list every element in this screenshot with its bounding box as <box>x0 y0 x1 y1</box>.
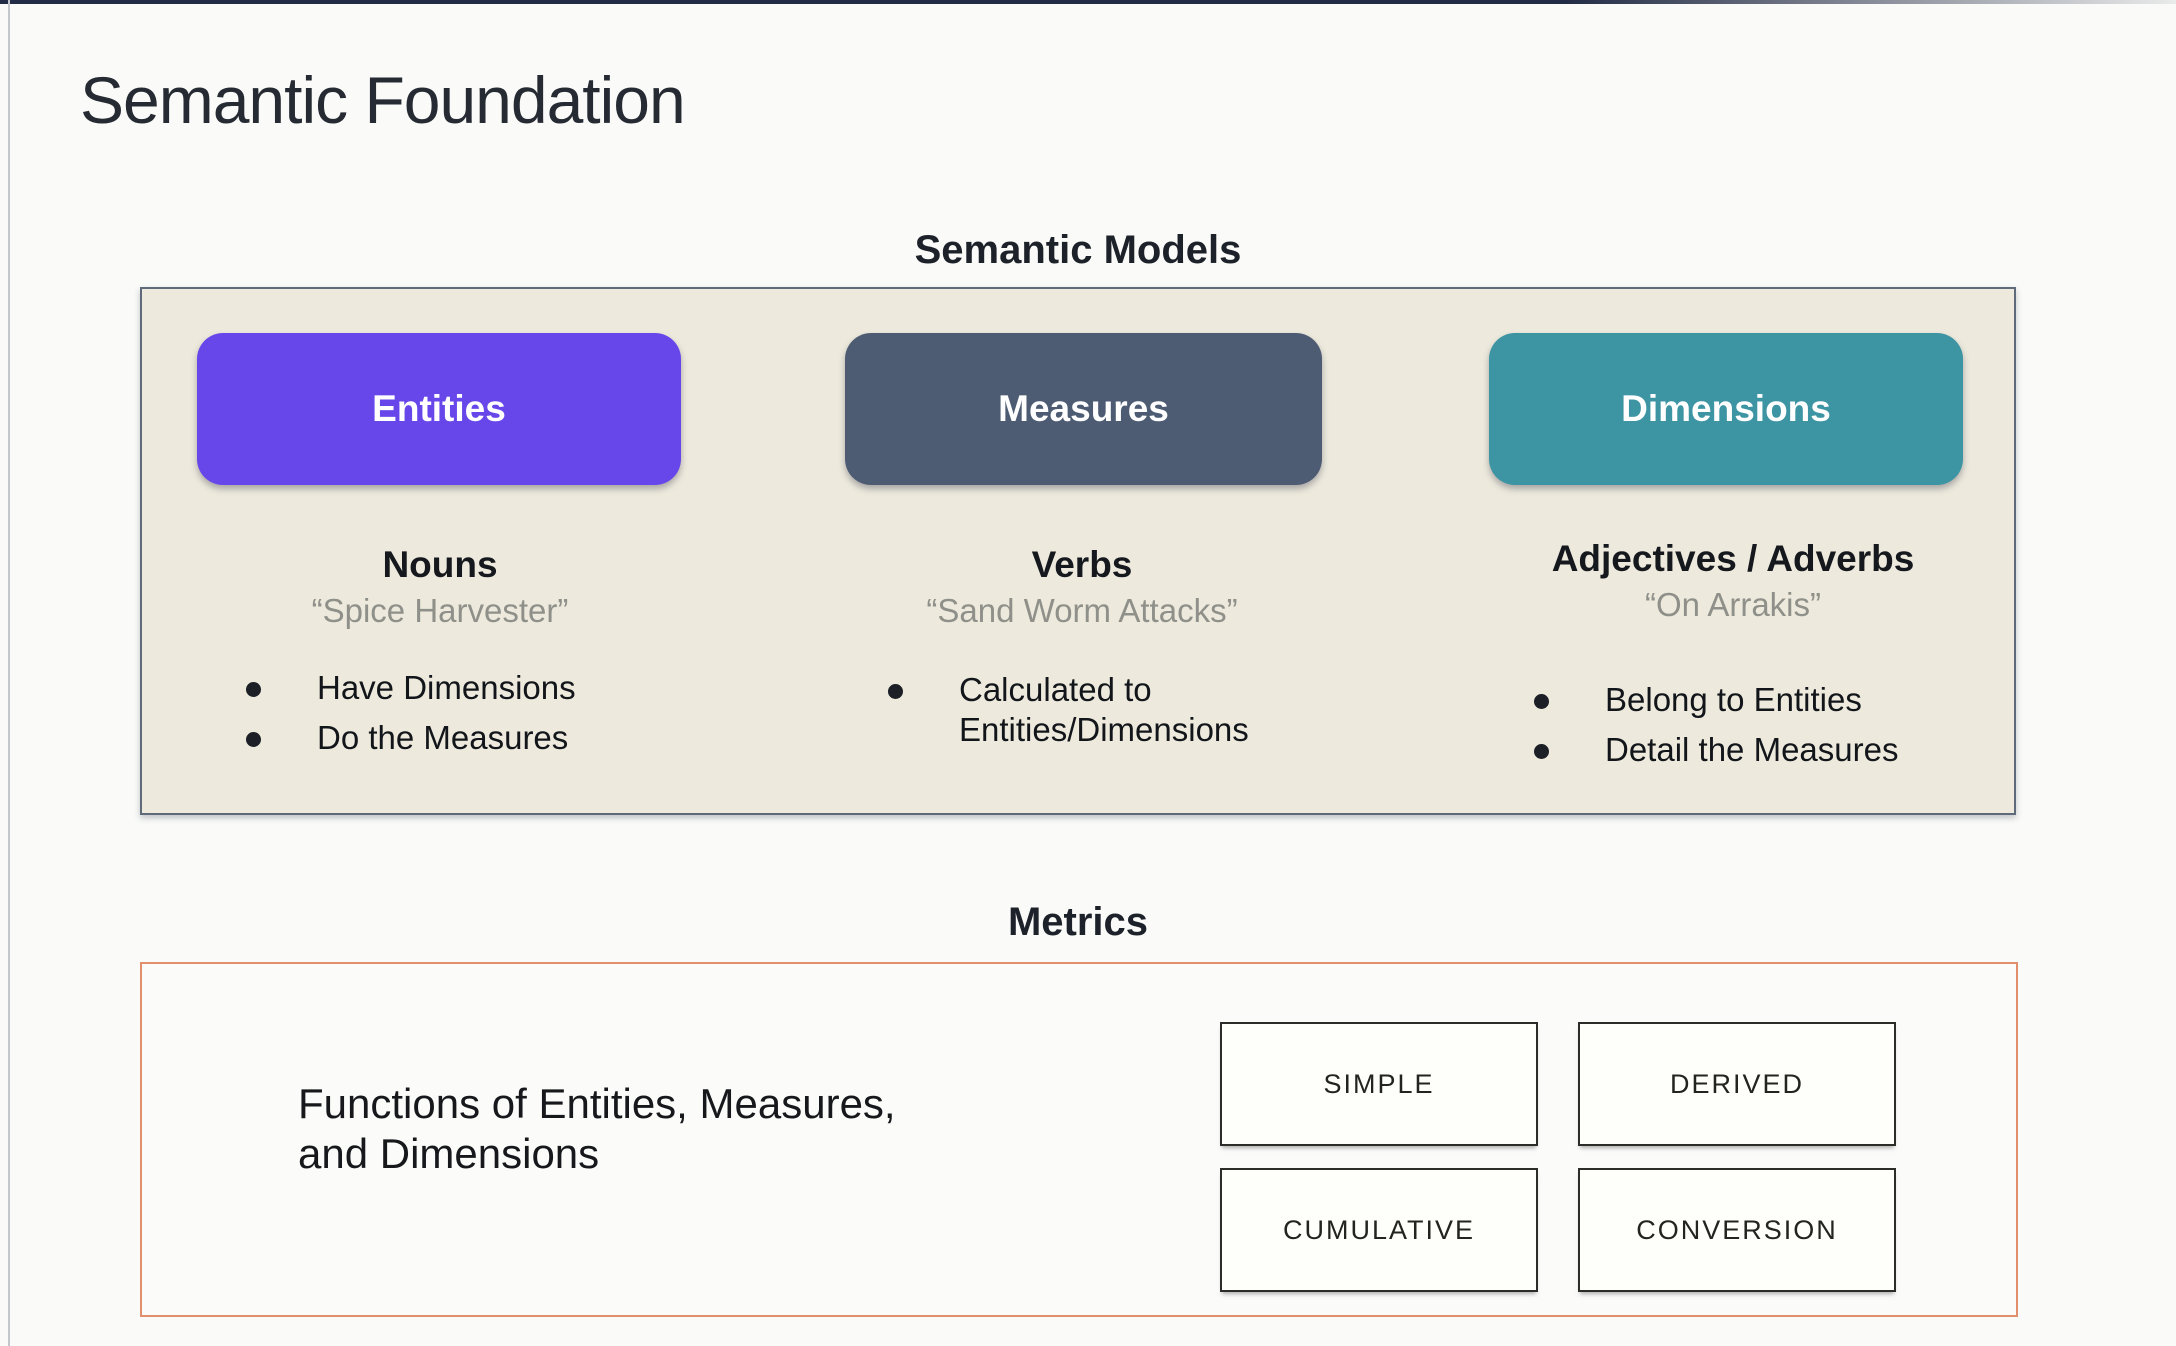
metrics-heading: Metrics <box>1007 900 1149 944</box>
entities-column-heading: Nouns <box>382 544 498 585</box>
window-top-edge <box>0 0 2176 4</box>
bullet-text: Calculated to Entities/Dimensions <box>959 670 1249 748</box>
entities-pill: Entities <box>197 333 681 485</box>
metric-box-conversion: CONVERSION <box>1578 1168 1896 1292</box>
bullet-icon <box>1534 743 1549 759</box>
metric-type-grid: SIMPLE DERIVED CUMULATIVE CONVERSION <box>1220 1022 1896 1292</box>
list-item: Detail the Measures <box>1534 730 2028 770</box>
bullet-icon <box>888 683 903 699</box>
slide-title: Semantic Foundation <box>80 63 686 137</box>
dimensions-bullet-list: Belong to Entities Detail the Measures <box>1438 680 2028 771</box>
list-item: Calculated to Entities/Dimensions <box>888 670 1362 751</box>
dimensions-pill: Dimensions <box>1489 333 1963 485</box>
bullet-text: Have Dimensions <box>317 668 576 706</box>
dimensions-column-heading: Adjectives / Adverbs <box>1551 538 1915 579</box>
slide-left-edge <box>8 0 10 1346</box>
semantic-models-heading: Semantic Models <box>914 228 1242 272</box>
list-item: Have Dimensions <box>246 668 720 708</box>
list-item: Do the Measures <box>246 718 720 758</box>
metric-box-simple: SIMPLE <box>1220 1022 1538 1146</box>
measures-column-heading: Verbs <box>1031 544 1133 585</box>
metrics-description: Functions of Entities, Measures, and Dim… <box>298 1080 896 1177</box>
measures-column: Verbs “Sand Worm Attacks” Calculated to … <box>802 544 1362 760</box>
bullet-icon <box>246 681 261 697</box>
metric-box-derived: DERIVED <box>1578 1022 1896 1146</box>
entities-bullet-list: Have Dimensions Do the Measures <box>160 668 720 759</box>
dimensions-column: Adjectives / Adverbs “On Arrakis” Belong… <box>1438 538 2028 780</box>
metrics-panel: Functions of Entities, Measures, and Dim… <box>140 962 2018 1317</box>
measures-pill: Measures <box>845 333 1322 485</box>
bullet-icon <box>246 731 261 747</box>
semantic-models-panel: Entities Measures Dimensions Nouns “Spic… <box>140 287 2016 815</box>
bullet-text: Detail the Measures <box>1605 730 1899 768</box>
bullet-text: Do the Measures <box>317 718 569 756</box>
metric-box-cumulative: CUMULATIVE <box>1220 1168 1538 1292</box>
measures-column-quote: “Sand Worm Attacks” <box>926 591 1238 629</box>
dimensions-column-quote: “On Arrakis” <box>1644 585 1822 623</box>
list-item: Belong to Entities <box>1534 680 2028 720</box>
entities-column-quote: “Spice Harvester” <box>311 591 569 629</box>
entities-column: Nouns “Spice Harvester” Have Dimensions … <box>160 544 720 768</box>
measures-bullet-list: Calculated to Entities/Dimensions <box>802 670 1362 751</box>
bullet-text: Belong to Entities <box>1605 680 1862 718</box>
bullet-icon <box>1534 693 1549 709</box>
